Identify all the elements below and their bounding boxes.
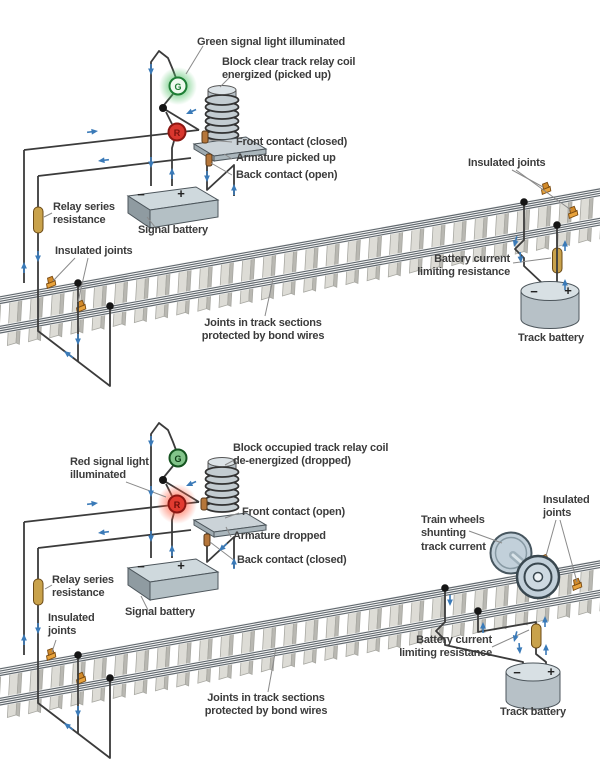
block-occupied-drawing: − +	[0, 422, 600, 759]
relay-resistance-label: Relay series resistance	[52, 574, 114, 600]
wire-junctions	[74, 476, 482, 682]
relay-coil-windings	[204, 466, 240, 513]
rail-near	[0, 579, 600, 709]
relay-coil-label: Block occupied track relay coil de-energ…	[233, 442, 389, 468]
battery-plus: +	[177, 558, 185, 573]
battery-minus: −	[137, 187, 145, 202]
block-clear-drawing: − +	[0, 45, 600, 387]
pointer-lines	[44, 457, 578, 693]
battery-resistance-label: Battery current limiting resistance	[417, 253, 510, 279]
relay-resistance-label: Relay series resistance	[53, 201, 115, 227]
relay-coil-cap	[207, 85, 237, 95]
red-light-label: Red signal light illuminated	[70, 456, 149, 482]
green-light-letter: G	[174, 454, 181, 464]
green-light-letter: G	[174, 82, 181, 92]
track-battery-label: Track battery	[518, 332, 584, 344]
pointer-lines	[43, 45, 572, 317]
front-contact	[200, 497, 208, 511]
relay-coil-windings	[204, 94, 240, 141]
back-contact	[205, 153, 213, 167]
battery-plus: +	[547, 664, 555, 679]
battery-minus: −	[530, 284, 538, 299]
red-signal-light	[167, 494, 187, 514]
signal-battery	[126, 186, 220, 229]
track-battery-label: Track battery	[500, 706, 566, 718]
insulated-joints-left-label: Insulated joints	[55, 245, 133, 257]
armature-label: Armature picked up	[236, 152, 336, 164]
railroad-track	[0, 178, 600, 351]
train-wheels-label: Train wheels shunting track current	[421, 514, 486, 553]
block-clear-diagram: − +	[0, 36, 600, 387]
track-relay	[192, 457, 268, 547]
green-signal-light	[168, 76, 188, 96]
block-occupied-diagram: − +	[0, 390, 600, 776]
signal-battery-label: Signal battery	[138, 224, 208, 236]
track-relay	[192, 85, 268, 167]
red-light-letter: R	[174, 128, 181, 138]
relay-coil-label: Block clear track relay coil energized (…	[222, 56, 356, 82]
bond-wires-label: Joints in track sections protected by bo…	[201, 317, 325, 343]
green-light-label: Green signal light illuminated	[197, 36, 346, 48]
front-contact	[201, 130, 209, 144]
battery-resistance-label: Battery current limiting resistance	[399, 634, 492, 660]
red-light-letter: R	[174, 500, 181, 510]
bond-wires-label: Joints in track sections protected by bo…	[204, 692, 328, 718]
back-contact-label: Back contact (open)	[236, 169, 338, 181]
insulated-joints-right-label: Insulated joints	[543, 494, 590, 520]
track-battery	[520, 281, 580, 329]
armature-label: Armature dropped	[233, 530, 326, 542]
relay-series-resistor	[33, 578, 44, 606]
insulated-joints-right-label: Insulated joints	[468, 157, 546, 169]
back-contact	[203, 533, 211, 547]
battery-plus: +	[177, 186, 185, 201]
front-contact-label: Front contact (open)	[242, 506, 345, 518]
wheel-hub	[532, 571, 544, 583]
red-signal-light	[167, 122, 187, 142]
rail-near	[0, 207, 600, 337]
green-signal-light	[168, 448, 188, 468]
relay-series-resistor	[33, 206, 44, 234]
front-contact-label: Front contact (closed)	[236, 136, 348, 148]
relay-coil-cap	[207, 457, 237, 467]
insulated-joint	[539, 181, 552, 195]
insulated-joints-left-label: Insulated joints	[48, 612, 95, 638]
track-battery	[505, 662, 561, 710]
battery-plus: +	[564, 283, 572, 298]
back-contact-label: Back contact (closed)	[237, 554, 347, 566]
signal-battery-label: Signal battery	[125, 606, 195, 618]
signal-battery	[126, 558, 220, 601]
battery-minus: −	[513, 665, 521, 680]
battery-minus: −	[137, 559, 145, 574]
wire-junctions	[74, 104, 561, 310]
rail-far	[0, 178, 600, 308]
